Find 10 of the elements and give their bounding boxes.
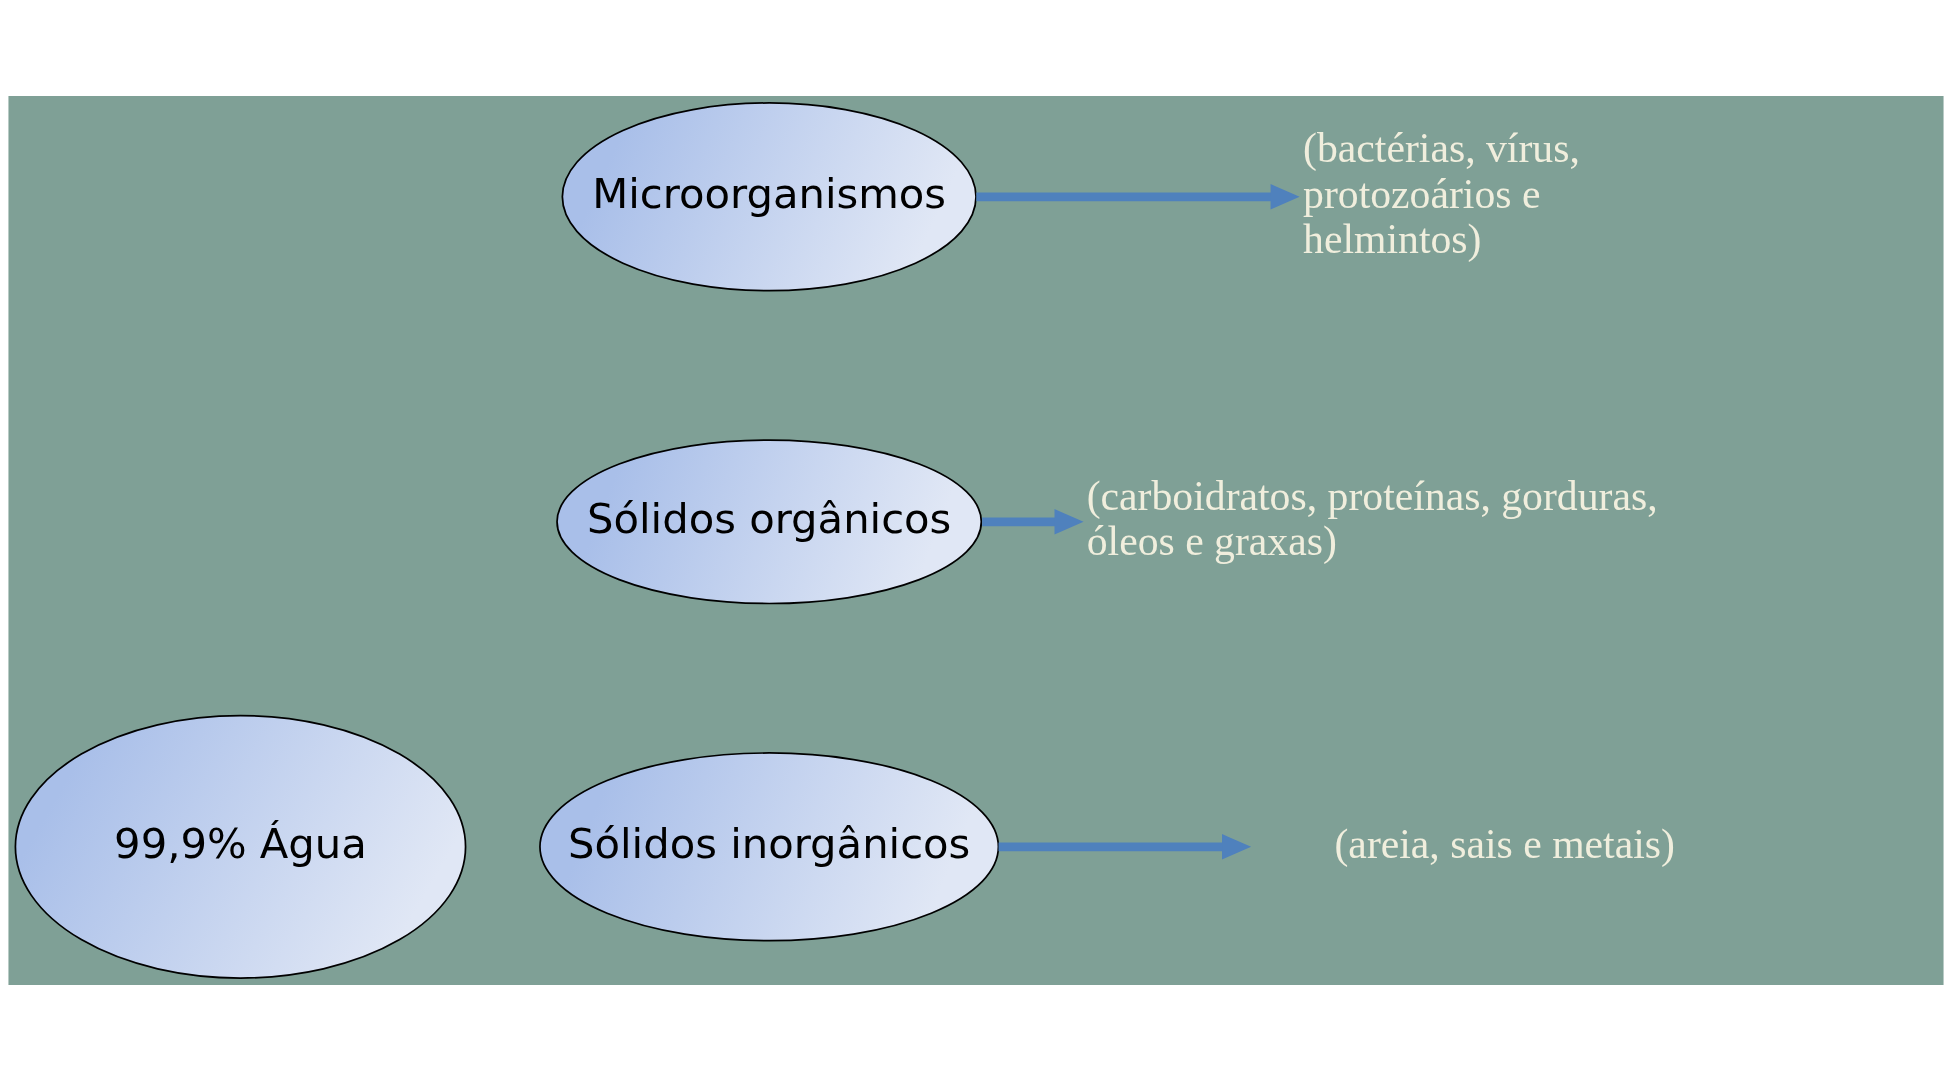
node-ellipse: 99,9% Água bbox=[14, 714, 467, 979]
node-text: (areia, sais e metais) bbox=[1334, 820, 1675, 867]
node-ellipse: Microorganismos bbox=[561, 102, 977, 292]
node-ellipse: Sólidos orgânicos bbox=[556, 439, 983, 605]
node-text: (carboidratos, proteínas, gorduras, óleos e graxas) bbox=[1086, 473, 1658, 565]
node-ellipse: Sólidos inorgânicos bbox=[539, 752, 1000, 942]
node-text: (bactérias, vírus, protozoários e helmintos) bbox=[1303, 125, 1580, 262]
arrow bbox=[998, 834, 1252, 860]
arrow bbox=[982, 509, 1084, 535]
arrow bbox=[976, 184, 1300, 210]
